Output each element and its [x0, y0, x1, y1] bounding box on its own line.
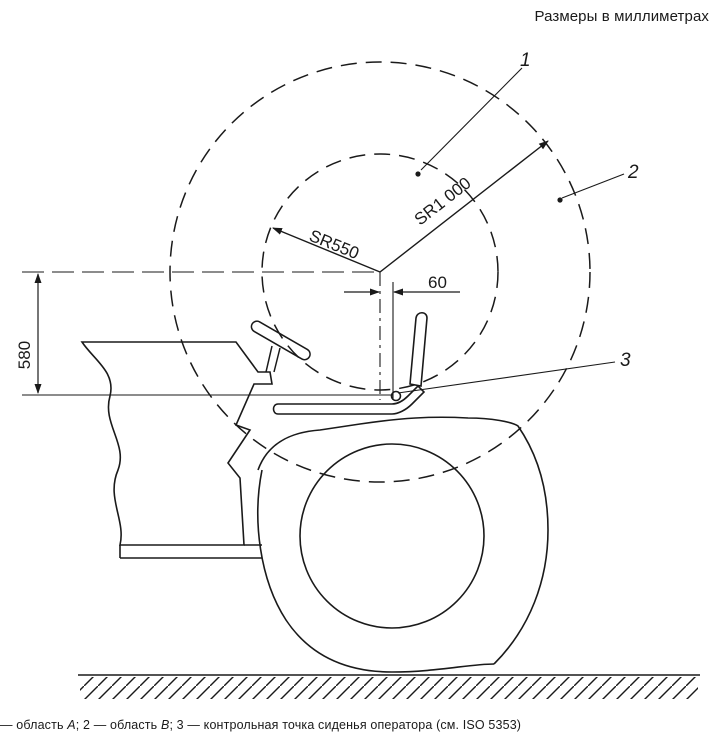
tractor-hood: [80, 341, 273, 546]
caption-part-1: — область: [0, 718, 68, 732]
seat-backrest: [409, 311, 428, 387]
callout-3-label: 3: [620, 350, 631, 371]
offset-label: 60: [428, 273, 447, 292]
outer-zone-circle: [169, 61, 591, 483]
caption-part-2: ; 2 — область: [75, 718, 161, 732]
callout-2-leader: [561, 173, 625, 199]
callout-1-label: 1: [520, 50, 531, 71]
radius-inner-arrow: [272, 227, 381, 273]
caption-var-b: B: [160, 718, 170, 732]
zone-a-dot: [415, 171, 421, 177]
radius-outer-label: SR1 000: [411, 173, 475, 229]
radius-inner-label: SR550: [307, 226, 362, 263]
rear-fender: [257, 416, 549, 665]
rear-wheel-rim: [299, 443, 485, 629]
caption-var-a: A: [67, 718, 76, 732]
height-label: 580: [15, 341, 34, 369]
caption-part-3: ; 3 — контрольная точка сиденья оператор…: [169, 718, 522, 732]
seat-reference-point: [390, 390, 402, 402]
steering-wheel: [250, 320, 311, 361]
callout-1-leader: [420, 67, 523, 171]
callout-2-label: 2: [627, 162, 639, 183]
seat-cushion: [272, 384, 426, 415]
units-note: Размеры в миллиметрах: [534, 8, 709, 25]
steering-column-b: [273, 347, 281, 373]
rear-wheel-tyre: [257, 469, 495, 673]
ground-hatch: [80, 677, 698, 699]
zone-b-dot: [557, 197, 563, 203]
radius-outer-arrow: [379, 140, 549, 273]
callout-3-leader: [397, 361, 616, 394]
figure-caption: — область A; 2 — область B; 3 — контроль…: [0, 718, 723, 732]
steering-column-a: [265, 345, 273, 373]
